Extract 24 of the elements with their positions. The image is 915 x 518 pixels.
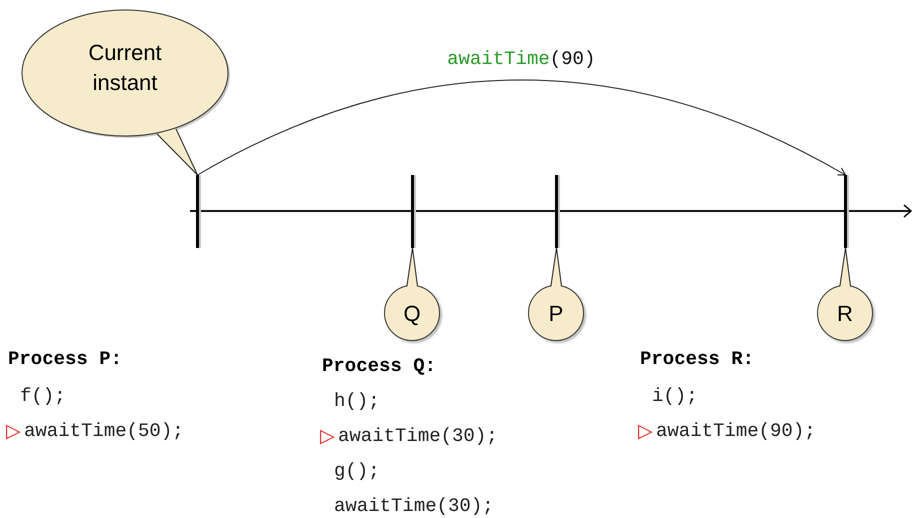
code-line: h(); <box>334 390 380 412</box>
code-line: g(); <box>334 460 380 482</box>
current-step-marker: ▷ <box>638 420 653 442</box>
callout-pointer <box>550 248 562 288</box>
callout-pointer <box>839 248 852 288</box>
callout-bubble: Current instant <box>20 8 230 138</box>
process-heading: Process Q: <box>322 355 436 377</box>
code-line: awaitTime(90); <box>656 420 816 442</box>
code-line: awaitTime(30); <box>338 425 498 447</box>
code-line: i(); <box>652 385 698 407</box>
time-tick <box>555 175 558 248</box>
callout-pointer <box>406 248 418 288</box>
process-heading: Process R: <box>640 348 754 370</box>
time-tick <box>844 175 847 248</box>
code-line: f(); <box>20 385 66 407</box>
arrow <box>197 80 846 176</box>
current-step-marker: ▷ <box>6 420 21 442</box>
code-line: awaitTime(50); <box>24 420 184 442</box>
code-line: awaitTime(30); <box>334 495 494 517</box>
current-step-marker: ▷ <box>320 425 335 447</box>
time-tick <box>411 175 414 248</box>
process-heading: Process P: <box>8 348 122 370</box>
time-tick <box>196 175 199 248</box>
callout-pointer <box>156 128 198 176</box>
